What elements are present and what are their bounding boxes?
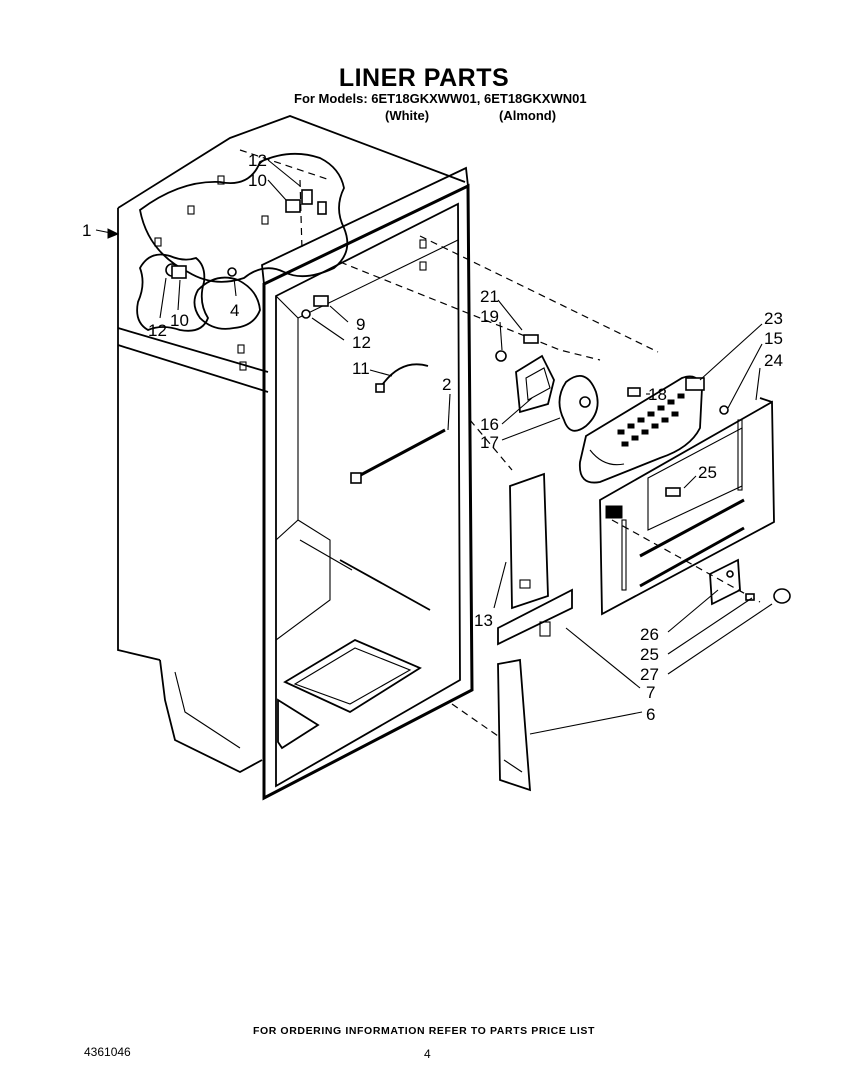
plate-part-7: [497, 588, 573, 646]
callout-1: 1: [82, 221, 91, 240]
duct-part-13: [509, 472, 549, 610]
callout-13: 13: [474, 611, 493, 630]
callout-7: 7: [646, 683, 655, 702]
callout-25-lower: 25: [640, 645, 659, 664]
page-title: LINER PARTS: [338, 64, 510, 92]
callout-leaders: [95, 159, 773, 735]
liner-body: [117, 115, 466, 774]
callout-16: 16: [480, 415, 499, 434]
callout-18: 18: [648, 385, 667, 404]
callout-27: 27: [640, 665, 659, 684]
callout-15: 15: [764, 329, 783, 348]
callout-25-upper: 25: [698, 463, 717, 482]
callout-19: 19: [480, 307, 499, 326]
bracket-part-26: [709, 558, 791, 606]
callout-12-left: 12: [148, 321, 167, 340]
callout-21: 21: [480, 287, 499, 306]
air-grille-assembly: [578, 375, 729, 484]
ordering-note: FOR ORDERING INFORMATION REFER TO PARTS …: [252, 1025, 596, 1037]
upper-bracket-parts: [165, 189, 327, 279]
callout-17: 17: [480, 433, 499, 452]
callout-6: 6: [646, 705, 655, 724]
variant-almond-label: (Almond): [499, 108, 557, 123]
models-line: For Models: 6ET18GKXWW01, 6ET18GKXWN01: [294, 91, 587, 106]
callout-12-top: 12: [248, 151, 267, 170]
callout-11: 11: [352, 359, 370, 378]
callout-10-left: 10: [170, 311, 189, 330]
callout-9: 9: [356, 315, 365, 334]
variant-white-label: (White): [385, 108, 430, 123]
document-number: 4361046: [84, 1045, 131, 1059]
page-number: 4: [424, 1047, 431, 1061]
callout-24: 24: [764, 351, 783, 370]
callout-26: 26: [640, 625, 659, 644]
panel-part-6: [497, 658, 532, 792]
callout-4: 4: [230, 301, 239, 320]
fan-motor-assembly: [495, 334, 641, 432]
callout-12-frame: 12: [352, 333, 371, 352]
callout-numbers: 1 12 10 12 10 4 9 12 11 2 21 19 16 17 18…: [82, 151, 783, 724]
evaporator-cover: [599, 397, 775, 616]
callout-10-top: 10: [248, 171, 267, 190]
callout-2: 2: [442, 375, 451, 394]
callout-23: 23: [764, 309, 783, 328]
liner-front-frame: [261, 166, 474, 801]
